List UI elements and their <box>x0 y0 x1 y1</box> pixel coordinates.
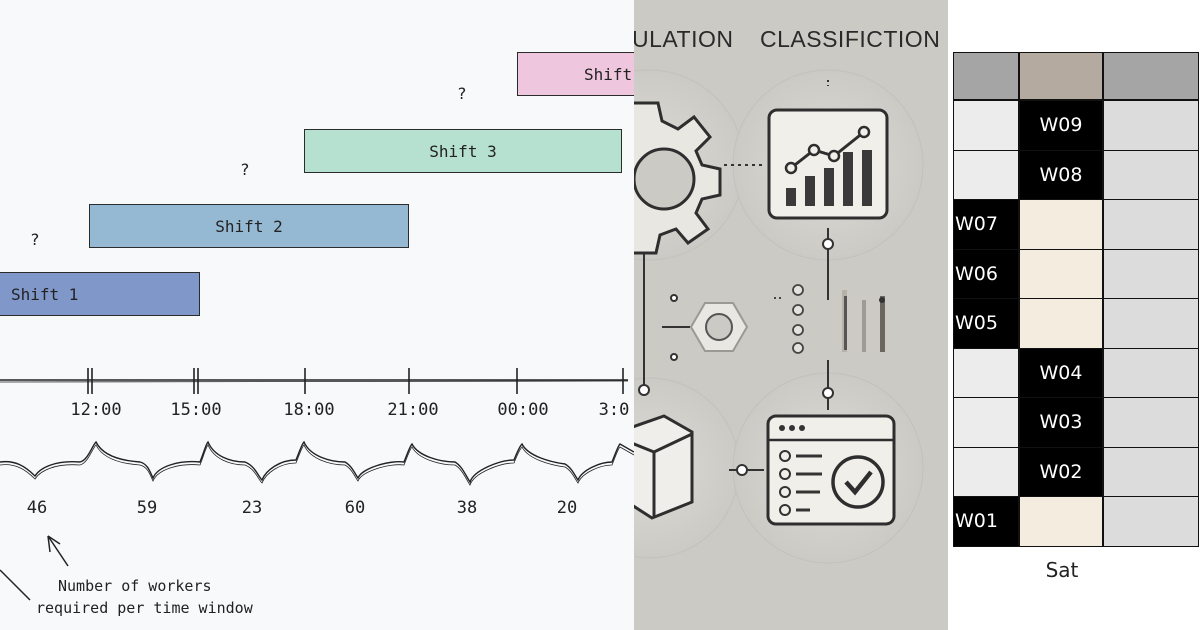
worker-count-1: 46 <box>26 498 48 518</box>
grid-cell-assigned: W09 <box>1019 100 1103 151</box>
tick-label-6: 3:0 <box>598 400 630 420</box>
timeline-axis <box>0 368 634 601</box>
grid-cell <box>953 397 1019 448</box>
question-mark-2: ? <box>240 160 250 179</box>
cube-box-icon <box>634 414 694 520</box>
grid-cell-assigned: W08 <box>1019 149 1103 200</box>
grid-cell <box>953 100 1019 151</box>
worker-count-3: 23 <box>241 498 263 518</box>
grid-cell <box>1019 248 1103 299</box>
grid-cell-assigned: W02 <box>1019 446 1103 497</box>
question-mark-1: ? <box>30 230 40 249</box>
shift-bar-1: Shift 1 <box>0 272 200 316</box>
tick-label-4: 21:00 <box>387 400 439 420</box>
grid-header-cell <box>1103 52 1199 100</box>
shift-3-label: Shift 3 <box>429 141 497 161</box>
gear-icon <box>634 101 722 255</box>
worker-count-4: 60 <box>344 498 366 518</box>
grid-cell <box>1103 496 1199 547</box>
grid-header-cell <box>1019 52 1103 100</box>
grid-x-label: Sat <box>1045 558 1079 582</box>
grid-cell <box>1019 496 1103 547</box>
worker-count-5: 38 <box>456 498 478 518</box>
grid-cell-assigned: W07 <box>953 199 1019 250</box>
demand-wave <box>0 440 634 484</box>
heading-classification: CLASSIFICTION <box>760 26 941 52</box>
shift-bar-4: Shift <box>517 52 634 96</box>
checklist-window-icon <box>766 414 896 526</box>
grid-header-cell <box>953 52 1019 100</box>
grid-cell-assigned: W05 <box>953 298 1019 349</box>
grid-cell <box>953 347 1019 398</box>
tick-label-1: 12:00 <box>70 400 122 420</box>
process-illustration-panel: ULATION CLASSIFICTION <box>634 0 948 630</box>
annotation-line-1: Number of workers <box>58 577 212 595</box>
tick-label-3: 18:00 <box>283 400 335 420</box>
grid-cell <box>1103 248 1199 299</box>
shift-bar-3: Shift 3 <box>304 129 622 173</box>
grid-cell-assigned: W03 <box>1019 397 1103 448</box>
grid-cell <box>953 149 1019 200</box>
heading-simulation-partial: ULATION <box>634 26 734 52</box>
hex-nut-icon <box>689 302 749 352</box>
shift-1-label: Shift 1 <box>11 284 79 304</box>
grid-cell <box>1019 298 1103 349</box>
worker-count-2: 59 <box>136 498 158 518</box>
grid-cell <box>1103 298 1199 349</box>
shift-4-label: Shift <box>584 64 633 84</box>
bar-chart-icon <box>767 108 889 220</box>
shift-timeline-panel: Shift 1 Shift 2 Shift 3 Shift ? ? ? 12:0 <box>0 52 634 617</box>
grid-cell <box>1019 199 1103 250</box>
grid-cell <box>1103 149 1199 200</box>
slider-bars-icon <box>774 290 885 352</box>
grid-cell-assigned: W06 <box>953 248 1019 299</box>
grid-cell <box>1103 397 1199 448</box>
question-mark-3: ? <box>457 84 467 103</box>
grid-cell <box>1103 347 1199 398</box>
grid-cell-assigned: W04 <box>1019 347 1103 398</box>
grid-cell-assigned: W01 <box>953 496 1019 547</box>
grid-cell <box>1103 100 1199 151</box>
grid-cell <box>1103 446 1199 497</box>
shift-bar-2: Shift 2 <box>89 204 409 248</box>
list-dots-icon <box>792 284 804 354</box>
grid-cell <box>953 446 1019 497</box>
grid-cell <box>1103 199 1199 250</box>
annotation-line-2: required per time window <box>36 599 253 617</box>
shift-2-label: Shift 2 <box>215 216 283 236</box>
tick-label-2: 15:00 <box>170 400 222 420</box>
illustration-graphics <box>634 69 924 564</box>
tick-label-5: 00:00 <box>497 400 549 420</box>
worker-count-6: 20 <box>556 498 578 518</box>
annotation-arrow <box>0 535 69 601</box>
